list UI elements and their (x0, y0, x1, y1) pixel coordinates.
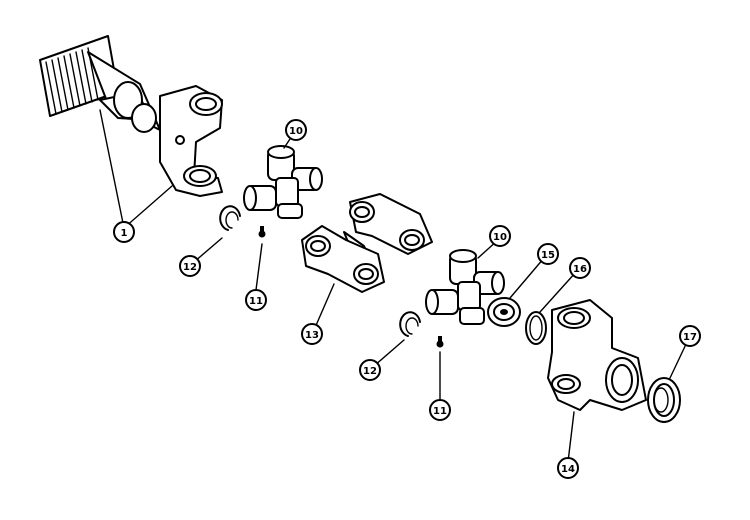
part-ujoint-cross-lower (425, 249, 505, 325)
part-shaft-yoke (39, 35, 223, 197)
callout-10-lower-label: 10 (493, 232, 507, 243)
callout-16: 16 (569, 257, 591, 279)
callout-11-upper-label: 11 (249, 296, 263, 307)
callout-11-lower: 11 (429, 399, 451, 421)
callout-17-label: 17 (683, 332, 697, 343)
part-ujoint-cross-upper (243, 145, 323, 219)
part-grease-fitting-lower (436, 336, 444, 348)
part-retaining-ring (525, 311, 547, 345)
part-center-yoke (301, 193, 433, 293)
callout-10-lower: 10 (489, 225, 511, 247)
callout-12-lower: 12 (359, 359, 381, 381)
callout-14: 14 (557, 457, 579, 479)
callout-10-upper-label: 10 (289, 126, 303, 137)
callout-11-upper: 11 (245, 289, 267, 311)
callout-14-label: 14 (561, 464, 575, 475)
callout-13: 13 (301, 323, 323, 345)
callout-15: 15 (537, 243, 559, 265)
callout-15-label: 15 (541, 250, 555, 261)
callout-1: 1 (113, 221, 135, 243)
part-snap-ring-upper (219, 205, 241, 231)
callout-17: 17 (679, 325, 701, 347)
callout-12-upper-label: 12 (183, 262, 197, 273)
part-flange-yoke (547, 299, 647, 411)
callout-11-lower-label: 11 (433, 406, 447, 417)
part-grease-fitting-upper (258, 226, 266, 238)
callout-10-upper: 10 (285, 119, 307, 141)
callout-12-upper: 12 (179, 255, 201, 277)
callout-12-lower-label: 12 (363, 366, 377, 377)
part-snap-ring-lower (399, 311, 421, 337)
part-bearing-cup (487, 297, 521, 327)
leader-lines (99, 109, 689, 463)
part-seal (647, 377, 681, 423)
callout-16-label: 16 (573, 264, 587, 275)
callout-1-label: 1 (121, 228, 128, 239)
callout-13-label: 13 (305, 330, 319, 341)
